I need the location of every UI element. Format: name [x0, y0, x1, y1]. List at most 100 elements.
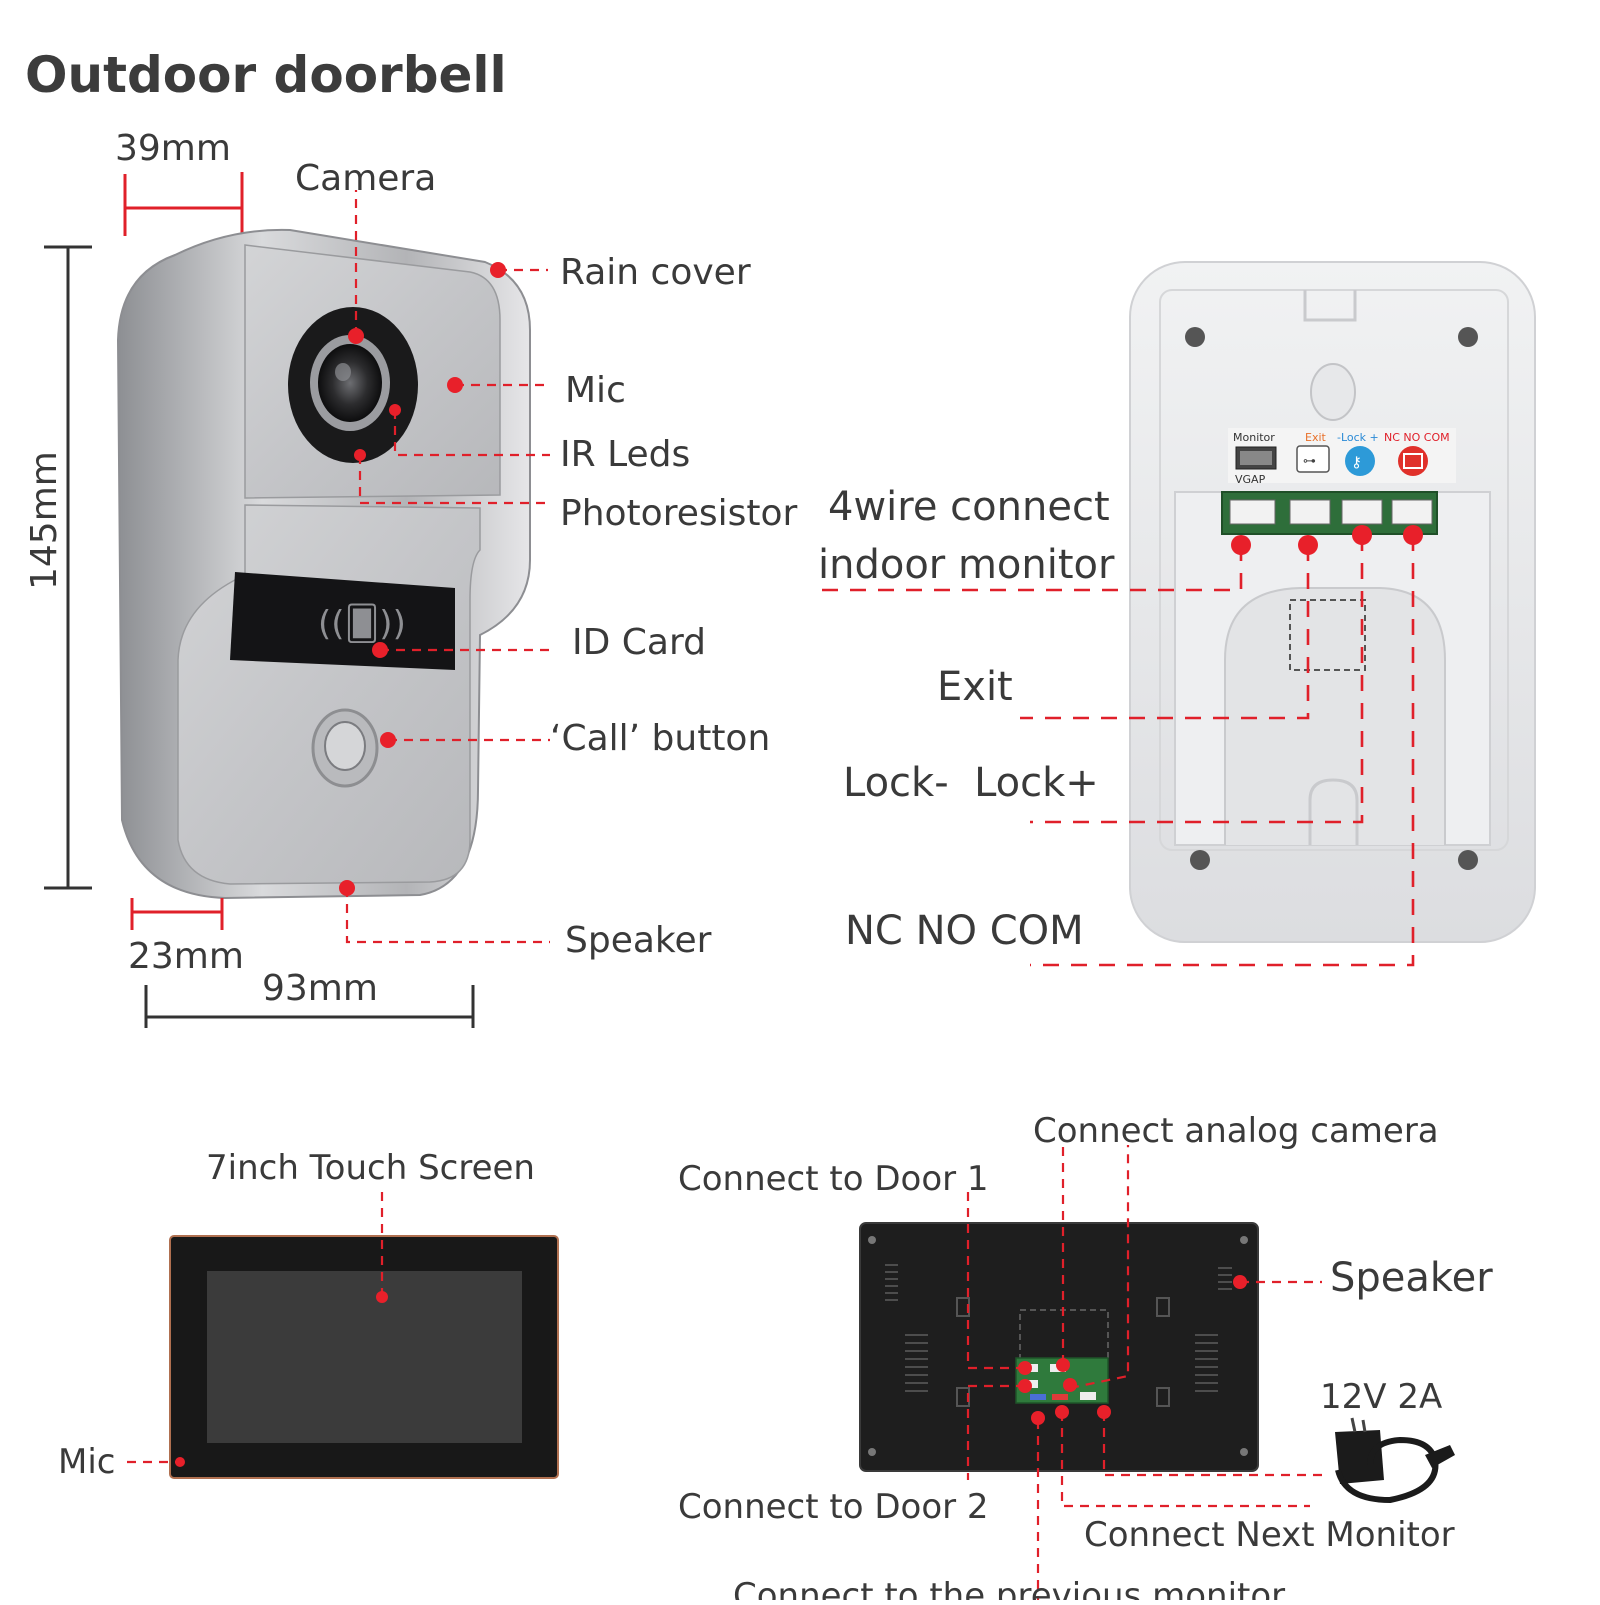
lock-key-glyph: ⚷ — [1351, 453, 1362, 471]
wire-point — [1231, 535, 1251, 555]
camera-lens — [318, 344, 382, 422]
vent-left — [885, 1264, 898, 1301]
lock-point — [1352, 525, 1372, 545]
lock-callout-line — [1030, 535, 1364, 824]
speaker-callout-line — [345, 888, 550, 944]
front-mic-point — [175, 1457, 185, 1467]
camera-port-point-2 — [1063, 1378, 1077, 1392]
label-exit: Exit — [937, 664, 1013, 710]
next-monitor-port — [1052, 1394, 1068, 1400]
mic-point — [447, 377, 463, 393]
corner-screw-br — [1240, 1448, 1248, 1456]
label-id-card: ID Card — [572, 622, 706, 663]
terminal-connector-4 — [1391, 499, 1433, 525]
mount-window — [1289, 599, 1366, 671]
label-call-button: ‘Call’ button — [550, 718, 770, 759]
label-speaker: Speaker — [565, 920, 712, 961]
ir-leds-callout-line — [393, 410, 550, 457]
page-title: Outdoor doorbell — [25, 46, 507, 104]
id-card-point — [372, 642, 388, 658]
corner-screw-bl — [868, 1448, 876, 1456]
label-mic: Mic — [565, 370, 626, 411]
terminal-connector-2 — [1289, 499, 1331, 525]
dimension-height-marker — [44, 245, 92, 890]
camera-point — [348, 328, 364, 344]
top-notch — [1303, 290, 1357, 322]
lens-glare — [335, 363, 351, 381]
rain-cover-point — [490, 262, 506, 278]
monitor-back-housing — [859, 1222, 1259, 1472]
bell-icon — [324, 721, 366, 771]
power-port — [1080, 1392, 1096, 1400]
bottom-notch — [1308, 778, 1359, 845]
relay-icon — [1398, 446, 1428, 476]
label-power: 12V 2A — [1320, 1377, 1442, 1417]
terminal-label-vgap: VGAP — [1235, 473, 1266, 486]
terminal-label-nc-no-com: NC NO COM — [1384, 431, 1450, 444]
dimension-width: 93mm — [262, 968, 378, 1009]
relay-glyph — [1403, 453, 1423, 469]
exit-key-icon — [1296, 445, 1330, 473]
dimension-depth-top-marker — [123, 172, 244, 236]
lock-key-icon — [1345, 446, 1375, 476]
label-ir-leds: IR Leds — [560, 434, 690, 475]
next-monitor-point — [1055, 1405, 1069, 1419]
dimension-height: 145mm — [24, 451, 65, 590]
rear-speaker-point — [1233, 1275, 1247, 1289]
photoresistor-callout-line — [358, 455, 550, 505]
cable-hole — [1310, 363, 1356, 421]
nc-no-com-callout-line — [1030, 535, 1415, 967]
camera-callout-line-2 — [1069, 1145, 1130, 1390]
label-touch-screen: 7inch Touch Screen — [206, 1148, 535, 1188]
screw-hole-top-right — [1458, 327, 1478, 347]
label-connect-next: Connect Next Monitor — [1084, 1515, 1455, 1555]
rfid-waves-icon: ((🂠)) — [318, 603, 406, 644]
doorbell-unit: 39mm 145mm ((🂠)) Camera Rain cover Mic — [24, 128, 798, 1028]
camera-port-point — [1056, 1358, 1070, 1372]
label-rain-cover: Rain cover — [560, 252, 751, 293]
ir-leds-point — [389, 404, 401, 416]
screw-hole-bottom-right — [1458, 850, 1478, 870]
label-lock: Lock- Lock+ — [843, 760, 1099, 806]
power-callout-line — [1102, 1412, 1322, 1477]
label-rear-speaker: Speaker — [1330, 1255, 1493, 1301]
wire-callout-line — [813, 545, 1243, 592]
previous-monitor-point — [1031, 1411, 1045, 1425]
next-monitor-callout-line — [1060, 1412, 1310, 1508]
speaker-grille — [1218, 1267, 1232, 1290]
photoresistor-point — [354, 449, 366, 461]
door2-callout-line — [966, 1384, 1025, 1480]
label-connect-door2: Connect to Door 2 — [678, 1487, 989, 1527]
door1-point — [1018, 1361, 1032, 1375]
corner-screw-tr — [1240, 1236, 1248, 1244]
label-4wire-line2: indoor monitor — [818, 542, 1115, 588]
touch-screen[interactable] — [207, 1271, 522, 1443]
terminal-label-monitor: Monitor — [1233, 431, 1275, 444]
dimension-depth-bottom-marker — [130, 898, 224, 930]
terminal-connector-1 — [1229, 499, 1276, 525]
mount-tab — [1224, 587, 1446, 845]
vent-left-lower — [905, 1334, 928, 1392]
label-camera: Camera — [295, 158, 436, 199]
exit-callout-line — [1020, 545, 1310, 720]
nc-no-com-point — [1403, 525, 1423, 545]
label-front-mic: Mic — [58, 1442, 115, 1482]
exit-point — [1298, 535, 1318, 555]
power-adapter-icon — [1335, 1417, 1455, 1504]
doorbell-back-panel: Monitor VGAP Exit ⊶ -Lock + ⚷ NC NO COM … — [813, 261, 1536, 967]
call-button-point — [380, 732, 396, 748]
mount-slot-4 — [1156, 1387, 1170, 1407]
label-connect-door1: Connect to Door 1 — [678, 1159, 989, 1199]
corner-screw-tl — [868, 1236, 876, 1244]
power-point — [1097, 1405, 1111, 1419]
screw-hole-bottom-left — [1190, 850, 1210, 870]
label-4wire-line1: 4wire connect — [828, 484, 1110, 530]
dimension-width-marker — [144, 985, 475, 1028]
monitor-back: Connect analog camera Connect to Door 1 … — [678, 1111, 1493, 1605]
door1-callout-line — [966, 1190, 1025, 1370]
monitor-port-inner — [1240, 451, 1272, 465]
exit-key-glyph: ⊶ — [1303, 454, 1316, 469]
monitor-front: 7inch Touch Screen Mic — [58, 1148, 559, 1482]
terminal-label-exit: Exit — [1305, 431, 1327, 444]
